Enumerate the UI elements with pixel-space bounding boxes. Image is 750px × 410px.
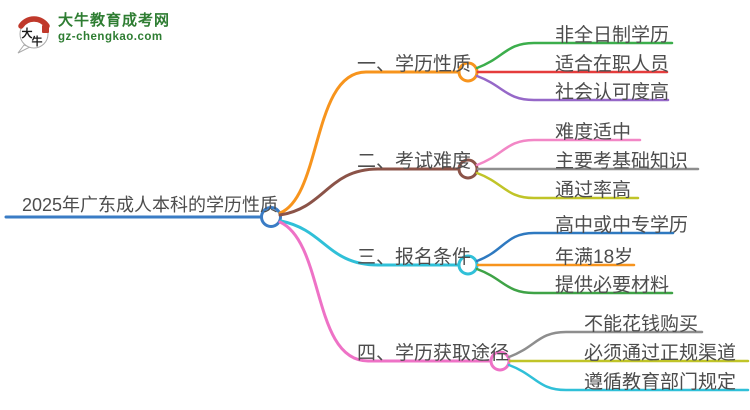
root-node-circle (260, 206, 282, 228)
logo-red-arc (18, 16, 50, 29)
leaf-label-1-2: 适合在职人员 (555, 54, 670, 75)
connector-branch-1 (278, 70, 459, 215)
leaf-line-1-1 (475, 41, 674, 70)
logo-domain: gz-chengkao.com (58, 30, 163, 43)
connector-branch-4 (278, 220, 491, 363)
logo-seal (42, 25, 49, 33)
logo-icon-char-1: 大 (22, 26, 33, 40)
leaf-label-3-3: 提供必要材料 (555, 275, 670, 296)
branch-2-label: 二、考试难度 (357, 151, 472, 172)
logo-text: 大牛教育成考网 gz-chengkao.com (58, 12, 170, 43)
leaf-label-2-2: 主要考基础知识 (555, 151, 689, 172)
logo: 大 牛 大牛教育成考网 gz-chengkao.com (14, 12, 170, 54)
leaf-line-3-1 (475, 231, 675, 263)
leaf-line-2-1 (475, 138, 642, 167)
leaf-line-4-1 (507, 330, 704, 359)
leaf-label-3-1: 高中或中专学历 (555, 215, 689, 236)
logo-icon-char-2: 牛 (32, 34, 43, 48)
leaf-label-1-1: 非全日制学历 (555, 25, 670, 46)
connector-branch-3 (279, 219, 459, 267)
leaf-label-4-3: 遵循教育部门规定 (584, 372, 737, 393)
leaf-label-4-1: 不能花钱购买 (584, 314, 699, 335)
branch-3-label: 三、报名条件 (357, 247, 472, 268)
logo-bubble-icon: 大 牛 (17, 16, 50, 54)
leaf-label-2-3: 通过率高 (555, 180, 632, 201)
leaf-line-2-3 (475, 171, 640, 200)
leaf-label-4-2: 必须通过正规渠道 (584, 343, 737, 364)
leaf-label-2-1: 难度适中 (555, 122, 632, 143)
branch-4-label: 四、学历获取途径 (357, 343, 510, 364)
leaf-line-1-3 (475, 74, 670, 102)
leaf-label-3-2: 年满18岁 (555, 247, 634, 268)
logo-title: 大牛教育成考网 (58, 12, 171, 29)
leaf-label-1-3: 社会认可度高 (555, 82, 670, 103)
leaf-line-3-3 (475, 267, 674, 295)
connector-branch-2 (278, 167, 459, 217)
root-node-label: 2025年广东成人本科的学历性质 (22, 195, 279, 215)
branch-1-label: 一、学历性质 (357, 54, 472, 75)
leaf-line-4-3 (507, 363, 750, 392)
